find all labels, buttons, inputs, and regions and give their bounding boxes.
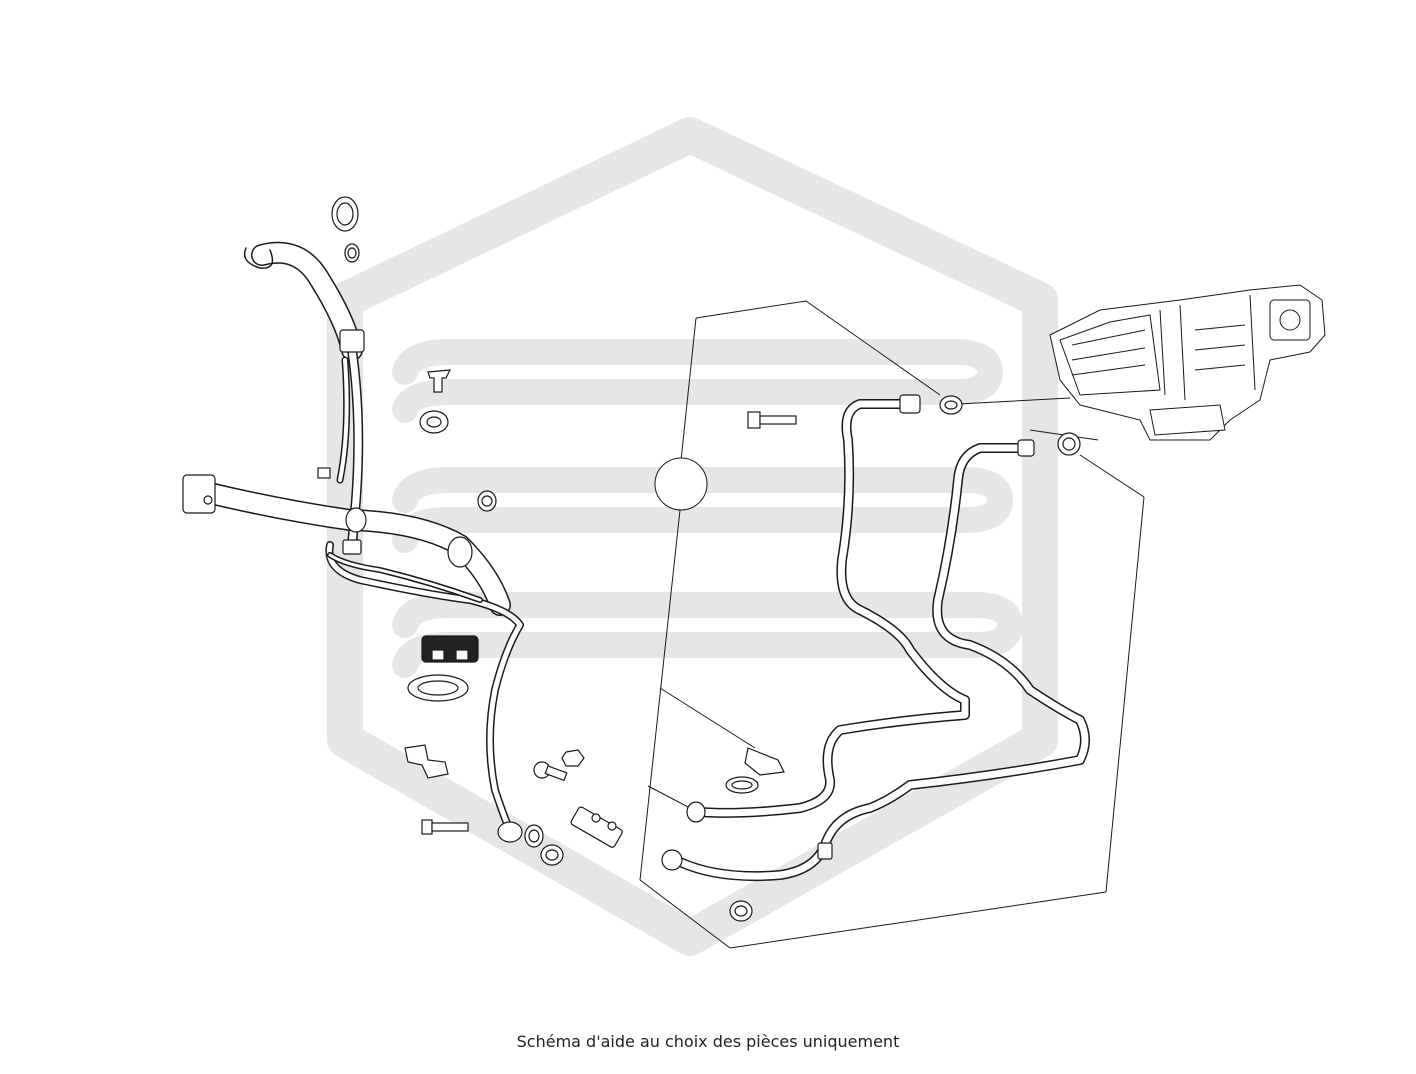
hose-connector-block bbox=[182, 329, 523, 843]
seal-pad-right bbox=[725, 747, 785, 794]
bolt-center bbox=[533, 761, 568, 782]
hvac-housing bbox=[1049, 284, 1326, 441]
left-small-parts bbox=[317, 196, 623, 866]
bolt-upper bbox=[747, 411, 797, 429]
right-pipe-fittings bbox=[661, 394, 1081, 922]
push-clip bbox=[427, 369, 452, 393]
dark-seal-block bbox=[421, 635, 479, 663]
diagram-caption: Schéma d'aide au choix des pièces unique… bbox=[516, 1032, 900, 1051]
bolt-lower-left bbox=[421, 819, 469, 835]
nut bbox=[561, 749, 585, 767]
callout-frame bbox=[639, 300, 1145, 949]
left-hose-assembly bbox=[194, 241, 524, 834]
valve-block bbox=[570, 806, 623, 848]
hose-clamp bbox=[404, 744, 449, 779]
detail-magnifier-circle bbox=[654, 457, 708, 511]
clip-small bbox=[317, 467, 331, 479]
